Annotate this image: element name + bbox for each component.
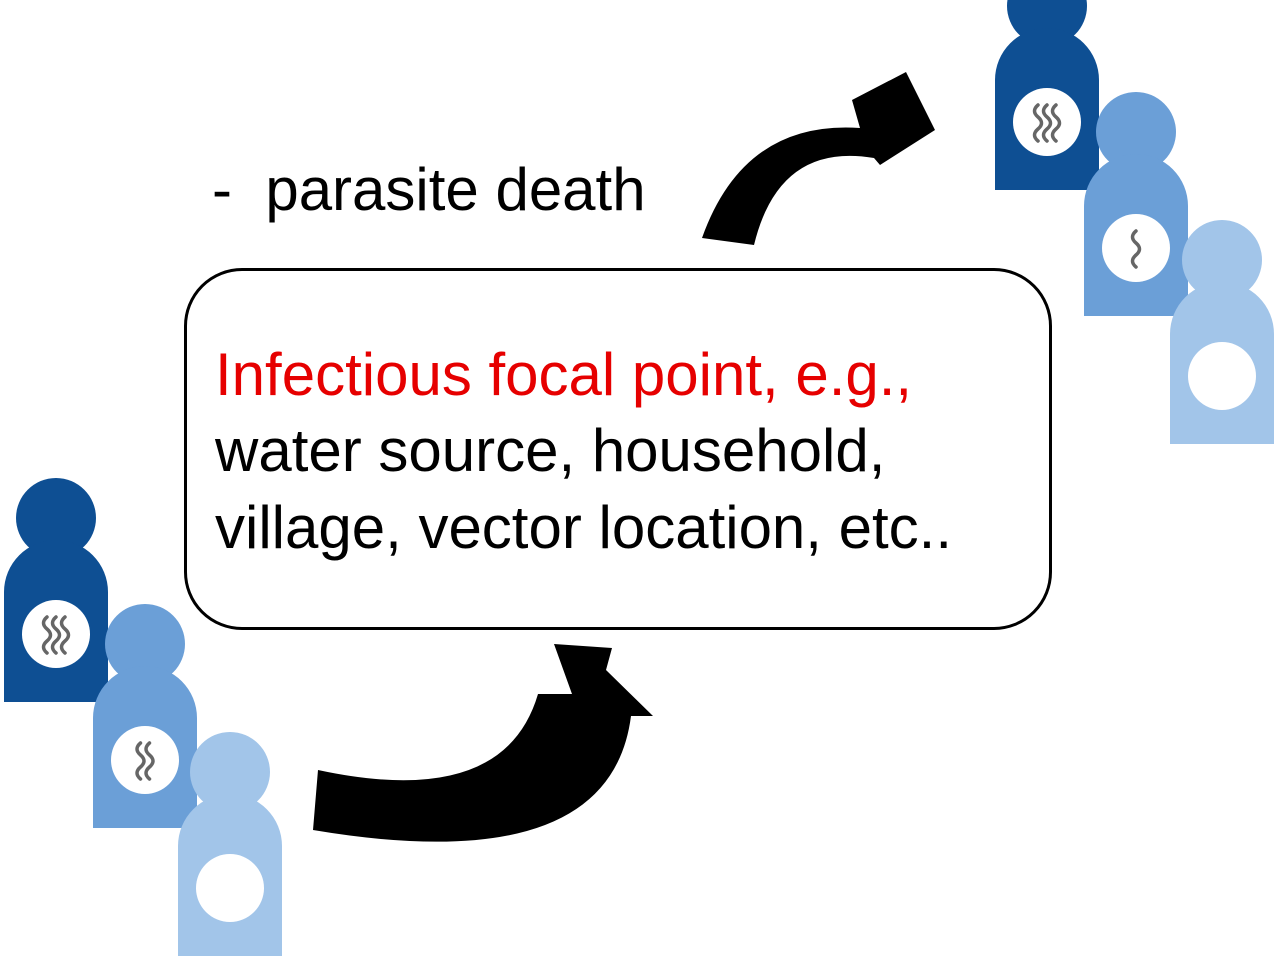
parasite-death-label: - parasite death bbox=[212, 156, 646, 223]
parasite-worm-icon bbox=[1041, 103, 1053, 143]
person-dark-icon bbox=[995, 0, 1099, 190]
person-light-icon bbox=[1170, 220, 1274, 444]
parasite-worm-icon bbox=[1130, 229, 1142, 269]
person-light-icon bbox=[178, 732, 282, 956]
belly-circle bbox=[1102, 214, 1170, 282]
incoming-curved-arrow-icon bbox=[313, 644, 653, 842]
incoming-people-group bbox=[4, 478, 282, 956]
outgoing-curved-arrow-icon bbox=[702, 72, 935, 245]
focal-point-examples-line-2: water source, household, bbox=[215, 417, 886, 484]
parasite-worm-icon bbox=[41, 615, 53, 655]
outgoing-people-group bbox=[995, 0, 1274, 444]
belly-circle bbox=[196, 854, 264, 922]
person-dark-icon bbox=[4, 478, 108, 702]
person-mid-icon bbox=[1084, 92, 1188, 316]
focal-point-box bbox=[184, 268, 1052, 630]
focal-point-heading: Infectious focal point, e.g., bbox=[215, 341, 913, 408]
parasite-worm-icon bbox=[1050, 103, 1062, 143]
belly-circle bbox=[22, 600, 90, 668]
parasite-worm-icon bbox=[50, 615, 62, 655]
parasite-worm-icon bbox=[59, 615, 71, 655]
parasite-worm-icon bbox=[144, 741, 155, 781]
belly-circle bbox=[1013, 88, 1081, 156]
belly-circle bbox=[1188, 342, 1256, 410]
parasite-worm-icon bbox=[1032, 103, 1044, 143]
parasite-worm-icon bbox=[135, 741, 146, 781]
person-mid-icon bbox=[93, 604, 197, 828]
focal-point-examples-line-3: village, vector location, etc.. bbox=[215, 494, 953, 561]
